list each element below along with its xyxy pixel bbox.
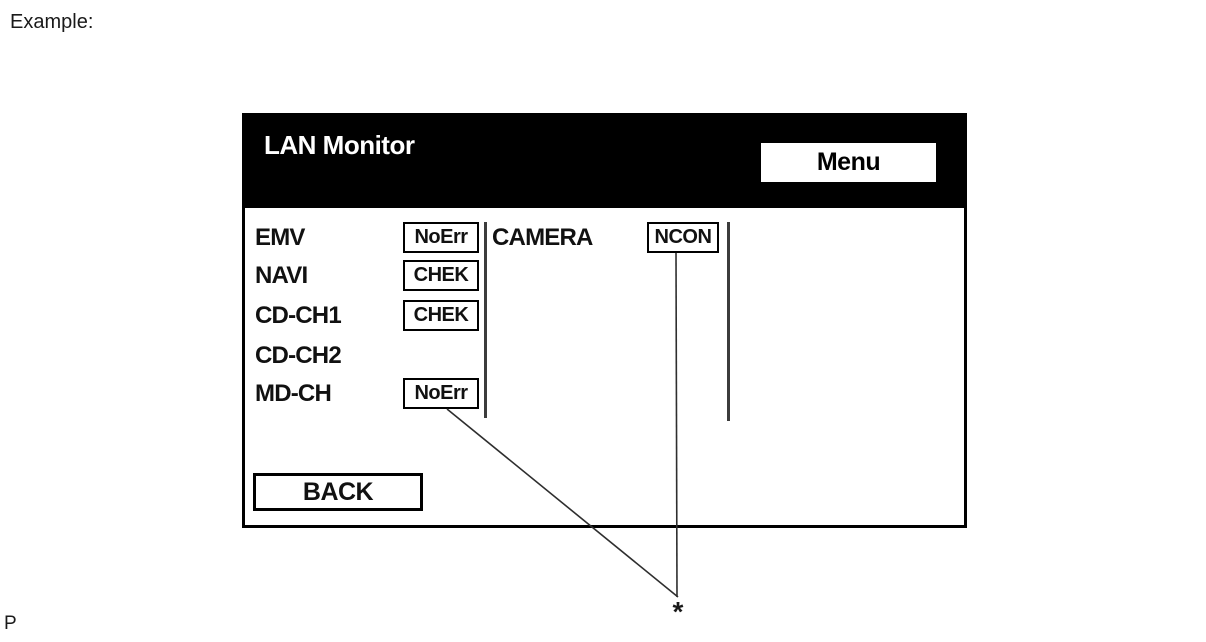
footnote-asterisk: *	[672, 596, 684, 627]
device-row-cd-ch1: CD-CH1 CHEK	[245, 300, 964, 331]
status-box-navi[interactable]: CHEK	[403, 260, 479, 291]
status-box-md-ch[interactable]: NoErr	[403, 378, 479, 409]
example-label: Example:	[10, 11, 94, 33]
device-label-navi: NAVI	[255, 262, 308, 289]
device-label-cd-ch1: CD-CH1	[255, 302, 342, 329]
status-box-emv[interactable]: NoErr	[403, 222, 479, 253]
column-divider-right	[727, 222, 730, 421]
device-label-cd-ch2: CD-CH2	[255, 342, 342, 369]
status-box-camera[interactable]: NCON	[647, 222, 719, 253]
lan-monitor-screen: LAN Monitor Menu EMV NoErr NAVI CHEK CD-…	[242, 113, 967, 528]
device-label-camera: CAMERA	[492, 224, 593, 251]
page-footer-fragment: P	[4, 613, 17, 634]
status-box-cd-ch1[interactable]: CHEK	[403, 300, 479, 331]
device-label-md-ch: MD-CH	[255, 380, 332, 407]
column-divider-left	[484, 222, 487, 418]
device-row-navi: NAVI CHEK	[245, 260, 964, 291]
screen-header: LAN Monitor Menu	[245, 116, 964, 208]
device-label-emv: EMV	[255, 224, 305, 251]
device-row-md-ch: MD-CH NoErr	[245, 378, 964, 409]
menu-button[interactable]: Menu	[761, 143, 936, 182]
device-row-camera: CAMERA NCON	[245, 222, 964, 253]
screen-title: LAN Monitor	[264, 130, 415, 160]
device-row-emv: EMV NoErr	[245, 222, 964, 253]
back-button[interactable]: BACK	[253, 473, 423, 511]
device-row-cd-ch2: CD-CH2	[245, 340, 964, 371]
